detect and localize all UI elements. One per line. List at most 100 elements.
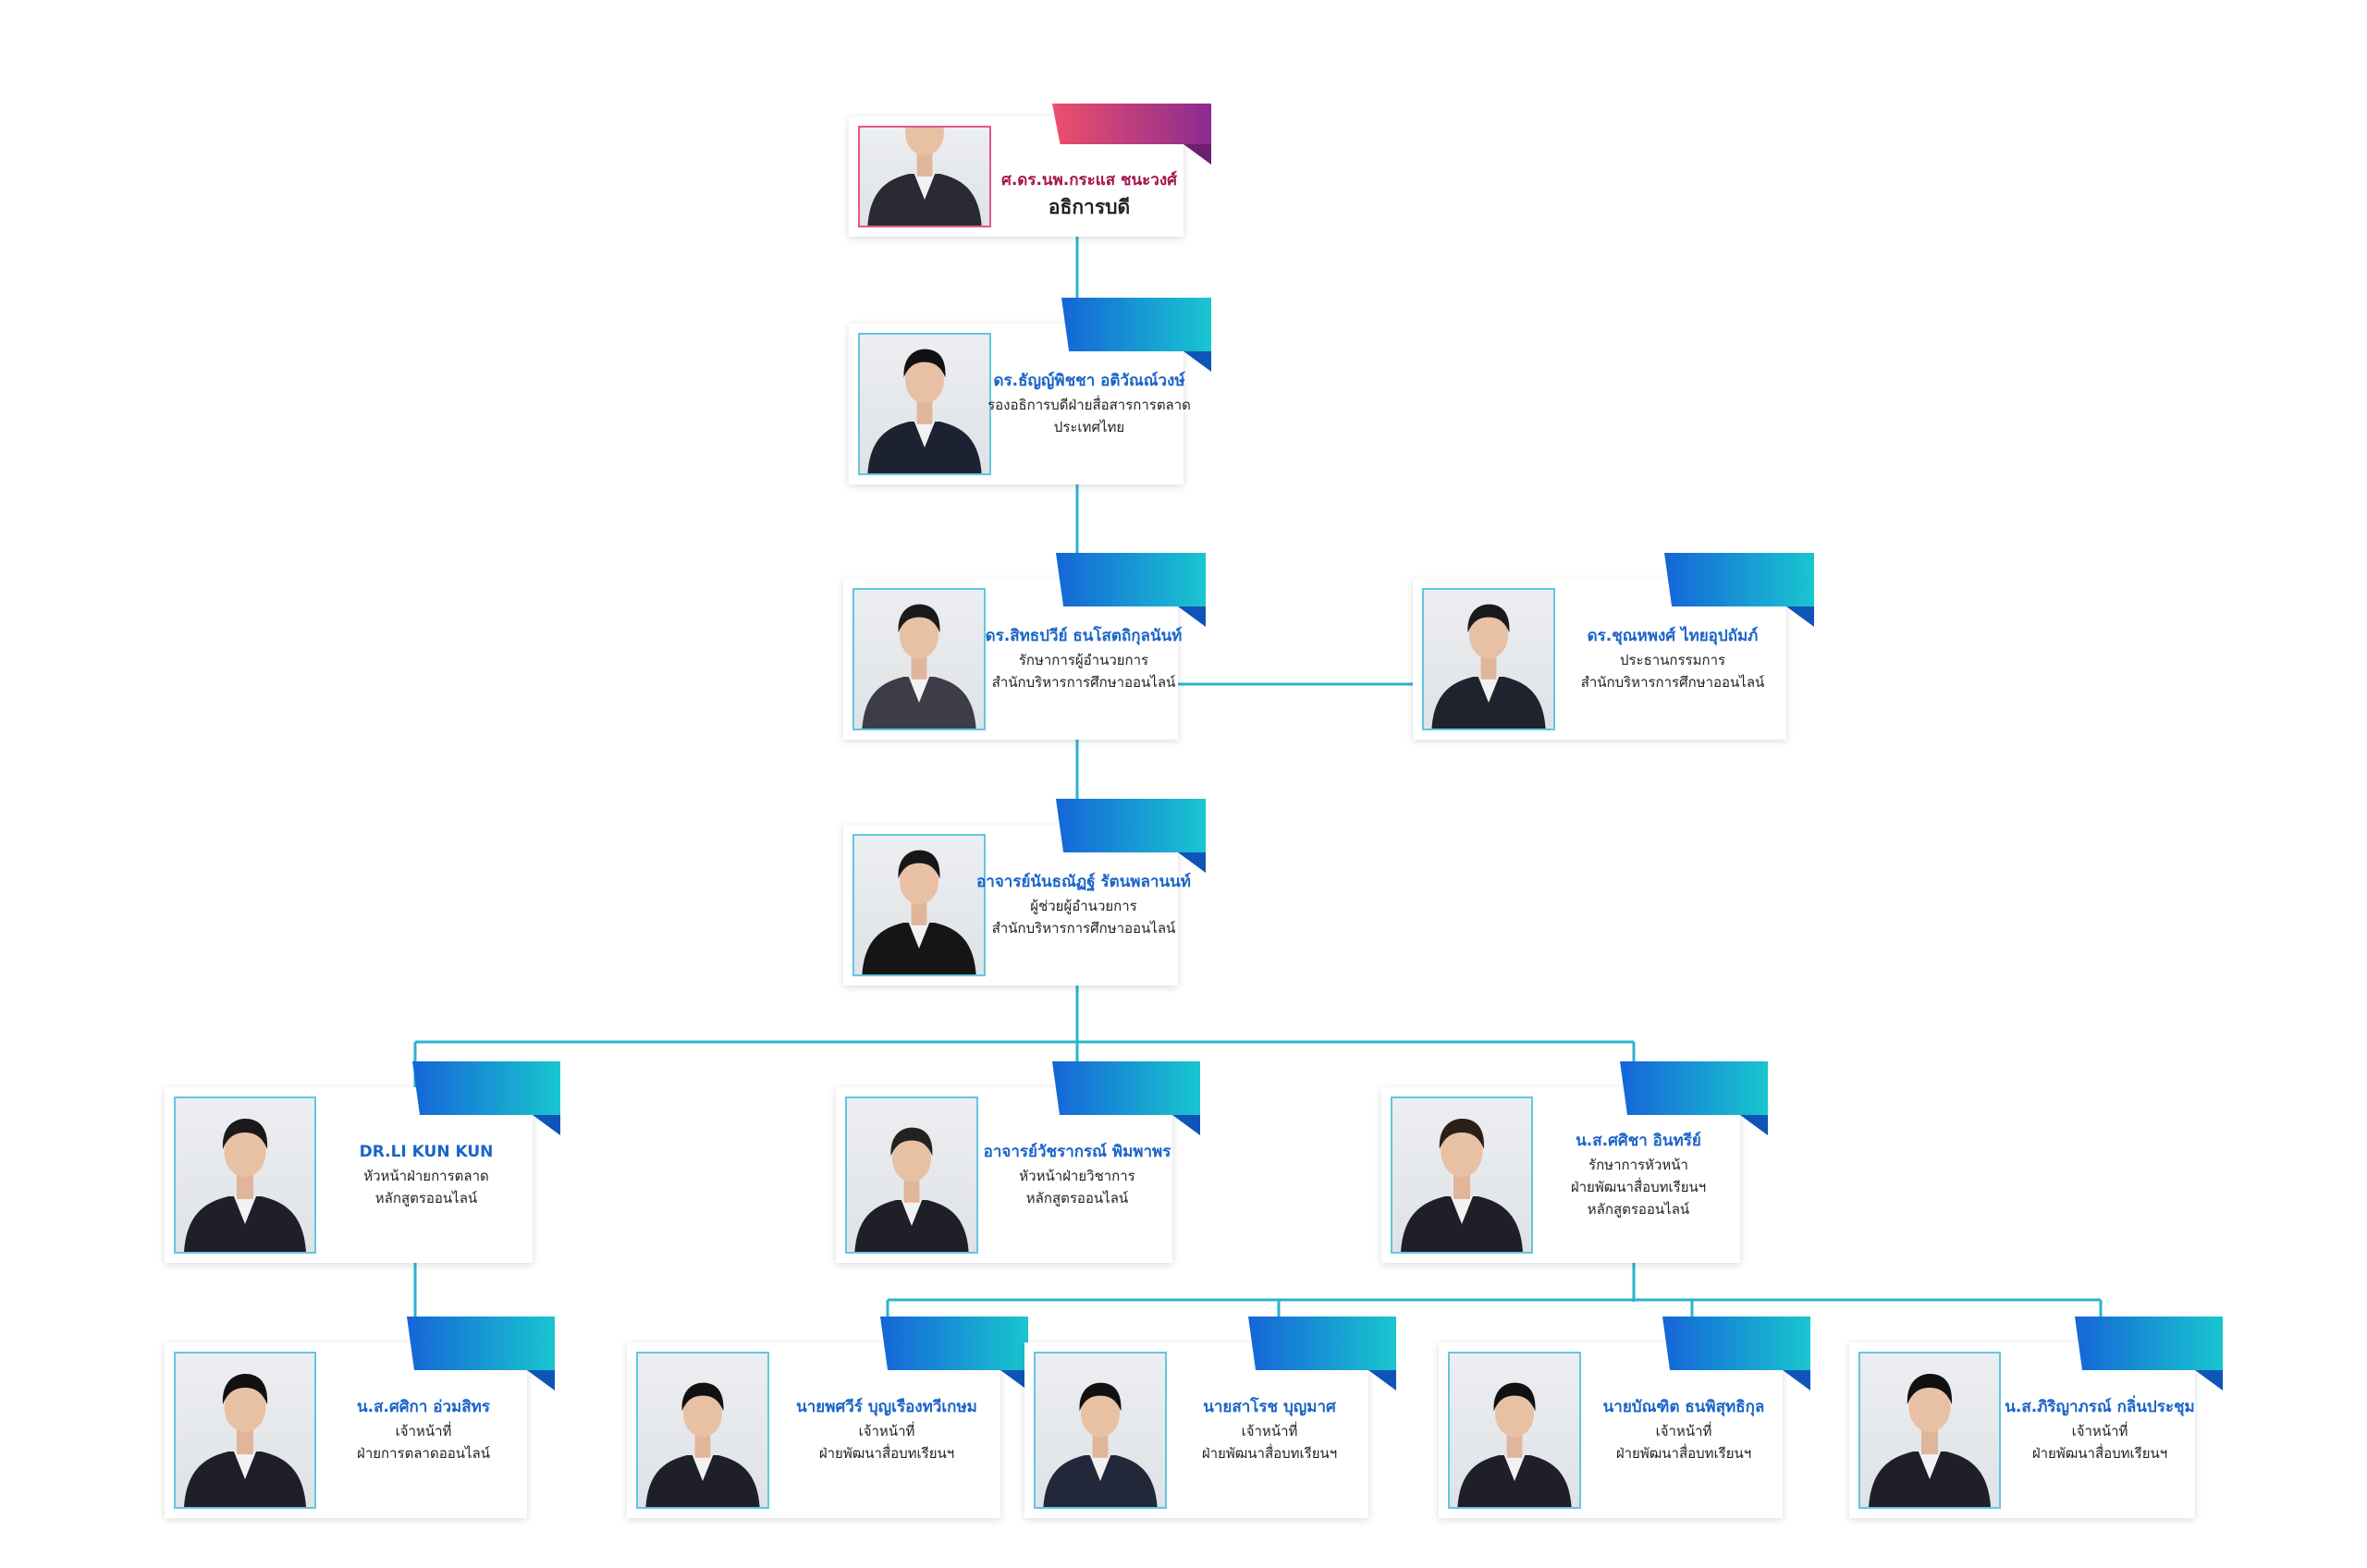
person-card: นายสาโรช บุญมาศเจ้าหน้าที่ฝ่ายพัฒนาสื่อบ…	[1024, 1317, 1396, 1518]
card-banner	[1620, 1061, 1768, 1115]
person-name: นายบัณฑิต ธนพิสุทธิกุล	[1602, 1398, 1765, 1417]
profile-photo	[1034, 1352, 1167, 1509]
person-role: เจ้าหน้าที่	[395, 1422, 452, 1439]
person-role: รักษาการผู้อำนวยการ	[1018, 651, 1149, 668]
person-info: อาจารย์วัชรากรณ์ พิมพาพรหัวหน้าฝ่ายวิชาก…	[984, 1087, 1171, 1263]
person-card: อาจารย์วัชรากรณ์ พิมพาพรหัวหน้าฝ่ายวิชาก…	[836, 1061, 1200, 1263]
person-role: หัวหน้าฝ่ายการตลาด	[363, 1167, 489, 1184]
person-card: น.ส.ภิริญาภรณ์ กลิ่นประชุมเจ้าหน้าที่ฝ่า…	[1849, 1317, 2223, 1518]
card-banner	[1052, 104, 1211, 144]
person-role: อธิการบดี	[1048, 195, 1131, 218]
person-info: อาจารย์นันธณัฏฐ์ รัตนพลานนท์ผู้ช่วยผู้อำ…	[976, 825, 1191, 986]
banner-fold	[1184, 144, 1211, 165]
banner-fold	[1184, 351, 1211, 372]
person-silhouette	[184, 1374, 306, 1507]
person-name: นายสาโรช บุญมาศ	[1203, 1398, 1336, 1417]
card-banner	[1056, 799, 1206, 852]
person-silhouette	[862, 850, 976, 974]
person-role: เจ้าหน้าที่	[1655, 1422, 1712, 1439]
person-card: น.ส.ศศิกา อ่วมสิทรเจ้าหน้าที่ฝ่ายการตลาด…	[165, 1317, 555, 1518]
profile-photo	[1448, 1352, 1581, 1509]
profile-photo	[174, 1096, 316, 1254]
person-role: เจ้าหน้าที่	[858, 1422, 915, 1439]
person-info: นายพศวีร์ บุญเรืองทวีเกษมเจ้าหน้าที่ฝ่าย…	[779, 1342, 995, 1518]
person-silhouette	[862, 604, 976, 729]
person-card: ดร.ธัญญ์พิชชา อติวัณณ์วงษ์รองอธิการบดีฝ่…	[849, 298, 1211, 484]
person-name: ดร.สิทธปวีย์ ธนโสตถิกุลนันท์	[985, 627, 1183, 646]
card-banner	[2075, 1317, 2223, 1370]
person-role: หลักสูตรออนไลน์	[1025, 1189, 1129, 1207]
person-role: ฝ่ายการตลาดออนไลน์	[357, 1444, 490, 1462]
person-name: น.ส.ศศิชา อินทรีย์	[1576, 1132, 1701, 1151]
banner-fold	[1783, 1370, 1810, 1390]
person-info: ดร.สิทธปวีย์ ธนโสตถิกุลนันท์รักษาการผู้อ…	[986, 579, 1183, 740]
profile-photo	[1858, 1352, 2001, 1509]
person-silhouette	[1401, 1119, 1523, 1252]
person-role: สำนักบริหารการศึกษาออนไลน์	[1580, 673, 1765, 691]
person-info: ดร.ธัญญ์พิชชา อติวัณณ์วงษ์รองอธิการบดีฝ่…	[987, 324, 1191, 484]
person-info: น.ส.ศศิชา อินทรีย์รักษาการหัวหน้าฝ่ายพัฒ…	[1542, 1087, 1735, 1263]
person-role: ฝ่ายพัฒนาสื่อบทเรียนฯ	[1615, 1444, 1752, 1462]
person-role: สำนักบริหารการศึกษาออนไลน์	[991, 673, 1176, 691]
person-name: DR.LI KUN KUN	[359, 1143, 494, 1162]
person-name: อาจารย์นันธณัฏฐ์ รัตนพลานนท์	[976, 873, 1191, 892]
person-info: น.ส.ศศิกา อ่วมสิทรเจ้าหน้าที่ฝ่ายการตลาด…	[325, 1342, 521, 1518]
card-banner	[1061, 298, 1211, 351]
card-banner	[880, 1317, 1028, 1370]
person-silhouette	[854, 1127, 969, 1252]
person-role: ฝ่ายพัฒนาสื่อบทเรียนฯ	[1201, 1444, 1338, 1462]
person-info: นายบัณฑิต ธนพิสุทธิกุลเจ้าหน้าที่ฝ่ายพัฒ…	[1590, 1342, 1777, 1518]
person-role: เจ้าหน้าที่	[1241, 1422, 1298, 1439]
banner-fold	[1172, 1115, 1200, 1135]
person-card: ศ.ดร.นพ.กระแส ชนะวงศ์อธิการบดี	[849, 104, 1211, 237]
profile-photo	[852, 588, 986, 730]
banner-fold	[2195, 1370, 2223, 1390]
person-role: ฝ่ายพัฒนาสื่อบทเรียนฯ	[1570, 1178, 1707, 1195]
card-banner	[412, 1061, 560, 1115]
person-role: ประเทศไทย	[1053, 418, 1125, 435]
person-name: น.ส.ศศิกา อ่วมสิทร	[357, 1398, 490, 1417]
profile-photo	[1422, 588, 1555, 730]
person-name: น.ส.ภิริญาภรณ์ กลิ่นประชุม	[2005, 1398, 2195, 1417]
person-card: อาจารย์นันธณัฏฐ์ รัตนพลานนท์ผู้ช่วยผู้อำ…	[843, 799, 1206, 986]
profile-photo	[1391, 1096, 1533, 1254]
profile-photo	[858, 333, 991, 475]
banner-fold	[533, 1115, 560, 1135]
person-silhouette	[867, 349, 982, 473]
person-role: หลักสูตรออนไลน์	[1587, 1200, 1690, 1218]
profile-photo	[852, 834, 986, 976]
person-card: ดร.สิทธปวีย์ ธนโสตถิกุลนันท์รักษาการผู้อ…	[843, 553, 1206, 740]
banner-fold	[1178, 606, 1206, 627]
person-info: ศ.ดร.นพ.กระแส ชนะวงศ์อธิการบดี	[1000, 116, 1178, 237]
person-info: น.ส.ภิริญาภรณ์ กลิ่นประชุมเจ้าหน้าที่ฝ่า…	[2005, 1342, 2194, 1518]
card-banner	[1056, 553, 1206, 606]
banner-fold	[1740, 1115, 1768, 1135]
person-role: ฝ่ายพัฒนาสื่อบทเรียนฯ	[818, 1444, 955, 1462]
person-role: หัวหน้าฝ่ายวิชาการ	[1019, 1167, 1135, 1184]
person-name: นายพศวีร์ บุญเรืองทวีเกษม	[796, 1398, 977, 1417]
profile-photo	[858, 126, 991, 227]
profile-photo	[174, 1352, 316, 1509]
person-role: ประธานกรรมการ	[1619, 651, 1726, 668]
person-silhouette	[1869, 1374, 1991, 1507]
card-banner	[1248, 1317, 1396, 1370]
profile-photo	[845, 1096, 978, 1254]
person-role: สำนักบริหารการศึกษาออนไลน์	[991, 919, 1176, 937]
person-card: นายพศวีร์ บุญเรืองทวีเกษมเจ้าหน้าที่ฝ่าย…	[627, 1317, 1028, 1518]
person-name: ดร.ธัญญ์พิชชา อติวัณณ์วงษ์	[993, 372, 1185, 391]
person-silhouette	[1457, 1382, 1572, 1507]
card-banner	[407, 1317, 555, 1370]
person-role: ผู้ช่วยผู้อำนวยการ	[1030, 897, 1137, 914]
person-role: ฝ่ายพัฒนาสื่อบทเรียนฯ	[2031, 1444, 2168, 1462]
person-silhouette	[867, 128, 982, 226]
person-name: ดร.ชุณหพงศ์ ไทยอุปถัมภ์	[1587, 627, 1759, 646]
person-role: รองอธิการบดีฝ่ายสื่อสารการตลาด	[987, 396, 1191, 413]
person-card: ดร.ชุณหพงศ์ ไทยอุปถัมภ์ประธานกรรมการสำนั…	[1413, 553, 1814, 740]
person-card: นายบัณฑิต ธนพิสุทธิกุลเจ้าหน้าที่ฝ่ายพัฒ…	[1439, 1317, 1810, 1518]
banner-fold	[1368, 1370, 1396, 1390]
person-role: เจ้าหน้าที่	[2071, 1422, 2128, 1439]
profile-photo	[636, 1352, 769, 1509]
